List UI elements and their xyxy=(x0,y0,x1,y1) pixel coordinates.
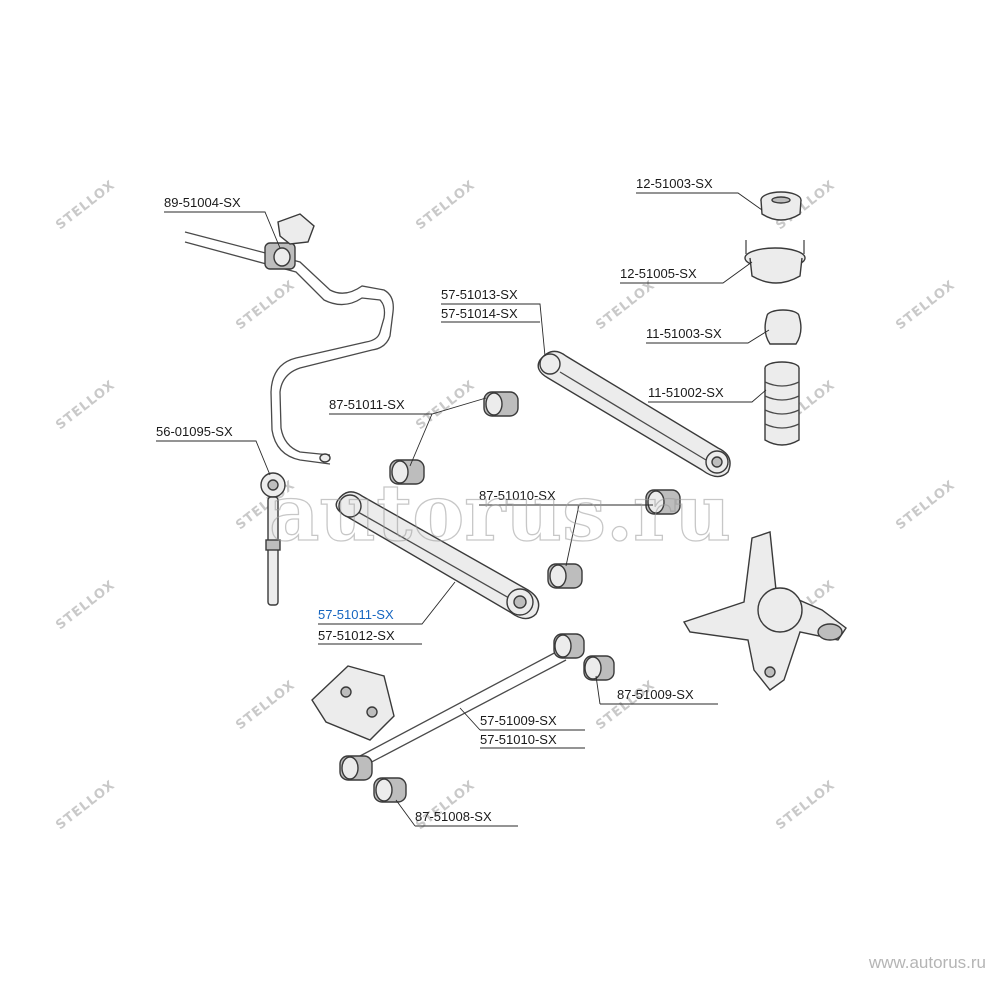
part-label-57-51013[interactable]: 57-51013-SX xyxy=(441,287,518,302)
part-label-57-51010[interactable]: 57-51010-SX xyxy=(480,732,557,747)
strut-mount xyxy=(760,191,802,221)
lower-control-arm xyxy=(335,491,540,620)
watermark-brand: STELLOX xyxy=(53,178,118,233)
watermark-brand: STELLOX xyxy=(53,778,118,833)
part-label-89-51004[interactable]: 89-51004-SX xyxy=(164,195,241,210)
stabilizer-link xyxy=(260,472,286,606)
bushing-87-51009-b xyxy=(583,655,615,681)
leader-lines xyxy=(156,192,770,827)
part-label-87-51010[interactable]: 87-51010-SX xyxy=(479,488,556,503)
stabilizer-bar xyxy=(184,231,394,465)
bushing-87-51011-lower xyxy=(389,459,425,485)
part-label-56-01095[interactable]: 56-01095-SX xyxy=(156,424,233,439)
bushing-87-51008-b xyxy=(373,777,407,803)
part-label-57-51014[interactable]: 57-51014-SX xyxy=(441,306,518,321)
watermark-brand: STELLOX xyxy=(413,178,478,233)
watermark-brand: STELLOX xyxy=(413,378,478,433)
watermark-brand: STELLOX xyxy=(233,278,298,333)
spring-seat xyxy=(744,240,806,284)
bump-stop xyxy=(764,309,802,345)
part-label-57-51012[interactable]: 57-51012-SX xyxy=(318,628,395,643)
watermark-brand: STELLOX xyxy=(413,778,478,833)
watermark-brand: STELLOX xyxy=(893,478,958,533)
site-watermark: autorus.ru xyxy=(269,468,731,559)
part-label-11-51002[interactable]: 11-51002-SX xyxy=(648,385,724,400)
part-label-11-51003[interactable]: 11-51003-SX xyxy=(646,326,722,341)
part-label-12-51005[interactable]: 12-51005-SX xyxy=(620,266,697,281)
watermark-brand: STELLOX xyxy=(53,378,118,433)
part-label-57-51009[interactable]: 57-51009-SX xyxy=(480,713,557,728)
watermark-brand: STELLOX xyxy=(53,578,118,633)
steering-knuckle xyxy=(682,531,847,691)
stabilizer-bushing xyxy=(264,213,315,270)
part-label-57-51011[interactable]: 57-51011-SX xyxy=(318,607,394,622)
site-url: www.autorus.ru xyxy=(868,953,986,972)
bushing-87-51011-upper xyxy=(483,391,519,417)
bushing-87-51009-a xyxy=(553,633,585,659)
bushing-87-51008-a xyxy=(339,755,373,781)
part-label-87-51008[interactable]: 87-51008-SX xyxy=(415,809,492,824)
part-label-12-51003[interactable]: 12-51003-SX xyxy=(636,176,713,191)
watermark-brand: STELLOX xyxy=(773,778,838,833)
watermark-brand: STELLOX xyxy=(593,278,658,333)
upper-control-arm xyxy=(537,350,731,478)
watermark-brand: STELLOX xyxy=(893,278,958,333)
part-label-87-51011[interactable]: 87-51011-SX xyxy=(329,397,405,412)
part-labels: 89-51004-SX 56-01095-SX 12-51003-SX 12-5… xyxy=(156,176,724,824)
bushing-87-51010-lower xyxy=(547,563,583,589)
watermark-brand: STELLOX xyxy=(233,678,298,733)
trailing-link xyxy=(311,649,567,767)
dust-boot xyxy=(764,361,800,446)
part-label-87-51009[interactable]: 87-51009-SX xyxy=(617,687,694,702)
bushing-87-51010-upper xyxy=(645,489,681,515)
